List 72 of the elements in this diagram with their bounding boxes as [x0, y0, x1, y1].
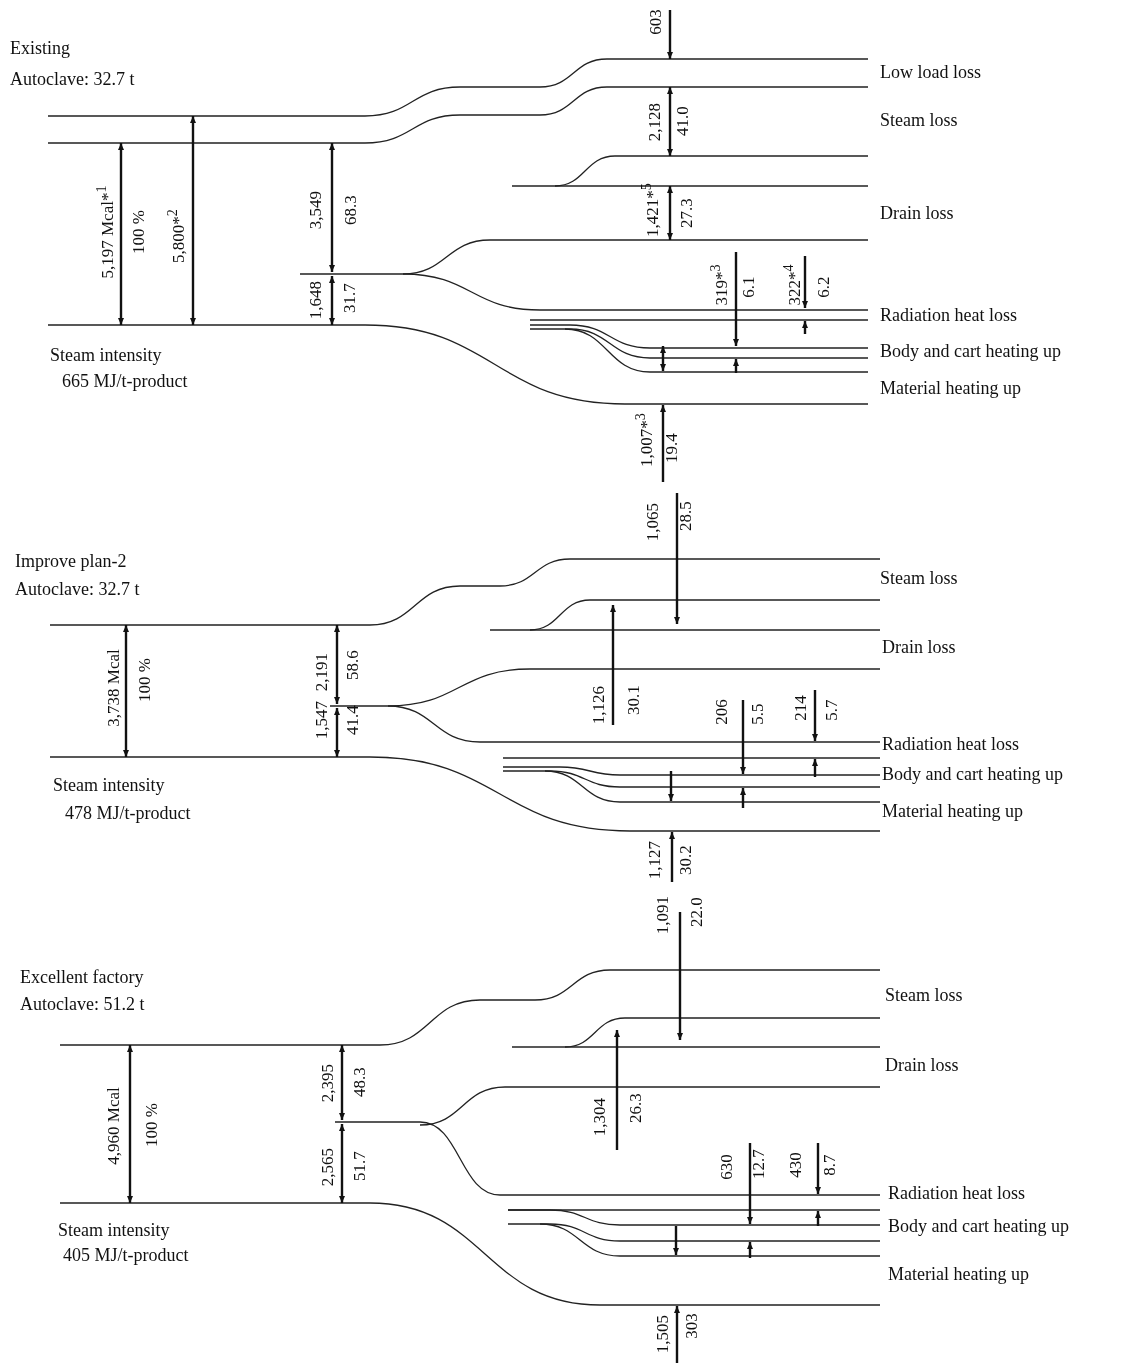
- percent-label: 100 %: [135, 658, 155, 702]
- percent-label: 28.5: [676, 501, 696, 531]
- percent-label: 68.3: [341, 195, 361, 225]
- percent-label: 31.7: [340, 283, 360, 313]
- intensity-value: 665 MJ/t-product: [62, 372, 188, 392]
- value-label: 2,191: [312, 652, 332, 692]
- flow-label: Steam loss: [880, 111, 958, 131]
- percent-label: 6.1: [739, 276, 759, 298]
- value-label: 2,395: [318, 1063, 338, 1103]
- autoclave-size: Autoclave: 32.7 t: [10, 70, 135, 90]
- case-title: Improve plan-2: [15, 552, 127, 572]
- value-label: 1,547: [312, 700, 332, 740]
- value-label: 430: [786, 1152, 806, 1178]
- intensity-label: Steam intensity: [53, 776, 165, 796]
- value-label: 1,648: [306, 280, 326, 320]
- flow-label: Drain loss: [882, 638, 956, 658]
- flow-label: Material heating up: [888, 1265, 1029, 1285]
- percent-label: 41.0: [673, 106, 693, 136]
- flow-label: Drain loss: [880, 204, 954, 224]
- flow-label: Body and cart heating up: [888, 1217, 1069, 1237]
- value-label: 630: [717, 1154, 737, 1180]
- percent-label: 26.3: [626, 1093, 646, 1123]
- value-label: 1,127: [645, 840, 665, 880]
- autoclave-size: Autoclave: 51.2 t: [20, 995, 145, 1015]
- percent-label: 6.2: [814, 276, 834, 298]
- percent-label: 19.4: [662, 433, 682, 463]
- flow-label: Material heating up: [882, 802, 1023, 822]
- value-label: 603: [646, 9, 666, 35]
- value-label: 214: [791, 695, 811, 721]
- value-label: 1,091: [653, 895, 673, 935]
- value-label: 3,738 Mcal: [104, 649, 124, 727]
- intensity-label: Steam intensity: [58, 1221, 170, 1241]
- percent-label: 100 %: [142, 1103, 162, 1147]
- value-label: 1,065: [643, 502, 663, 542]
- flow-label: Steam loss: [880, 569, 958, 589]
- percent-label: 58.6: [343, 650, 363, 680]
- case-title: Existing: [10, 39, 70, 59]
- intensity-value: 478 MJ/t-product: [65, 804, 191, 824]
- value-label: 2,128: [645, 102, 665, 142]
- flow-label: Steam loss: [885, 986, 963, 1006]
- flow-label: Radiation heat loss: [888, 1184, 1025, 1204]
- value-label: 1,505: [653, 1314, 673, 1354]
- percent-label: 30.1: [624, 685, 644, 715]
- value-label: 1,304: [590, 1097, 610, 1137]
- flow-label: Radiation heat loss: [880, 306, 1017, 326]
- percent-label: 5.7: [822, 699, 842, 721]
- flow-label: Body and cart heating up: [880, 342, 1061, 362]
- value-label: 2,565: [318, 1147, 338, 1187]
- flow-label: Radiation heat loss: [882, 735, 1019, 755]
- autoclave-size: Autoclave: 32.7 t: [15, 580, 140, 600]
- percent-label: 100 %: [129, 210, 149, 254]
- value-label: 4,960 Mcal: [104, 1087, 124, 1165]
- intensity-label: Steam intensity: [50, 346, 162, 366]
- percent-label: 303: [682, 1313, 702, 1339]
- value-label: 3,549: [306, 190, 326, 230]
- percent-label: 12.7: [749, 1149, 769, 1179]
- case-title: Excellent factory: [20, 968, 144, 988]
- percent-label: 41.4: [343, 705, 363, 735]
- percent-label: 5.5: [748, 703, 768, 725]
- intensity-value: 405 MJ/t-product: [63, 1246, 189, 1266]
- percent-label: 48.3: [350, 1067, 370, 1097]
- flow-label: Body and cart heating up: [882, 765, 1063, 785]
- percent-label: 30.2: [676, 845, 696, 875]
- value-label: 206: [712, 699, 732, 725]
- flow-label: Low load loss: [880, 63, 981, 83]
- flow-label: Material heating up: [880, 379, 1021, 399]
- flow-label: Drain loss: [885, 1056, 959, 1076]
- percent-label: 27.3: [677, 198, 697, 228]
- percent-label: 8.7: [820, 1154, 840, 1176]
- value-label: 1,126: [589, 685, 609, 725]
- percent-label: 51.7: [350, 1151, 370, 1181]
- percent-label: 22.0: [687, 897, 707, 927]
